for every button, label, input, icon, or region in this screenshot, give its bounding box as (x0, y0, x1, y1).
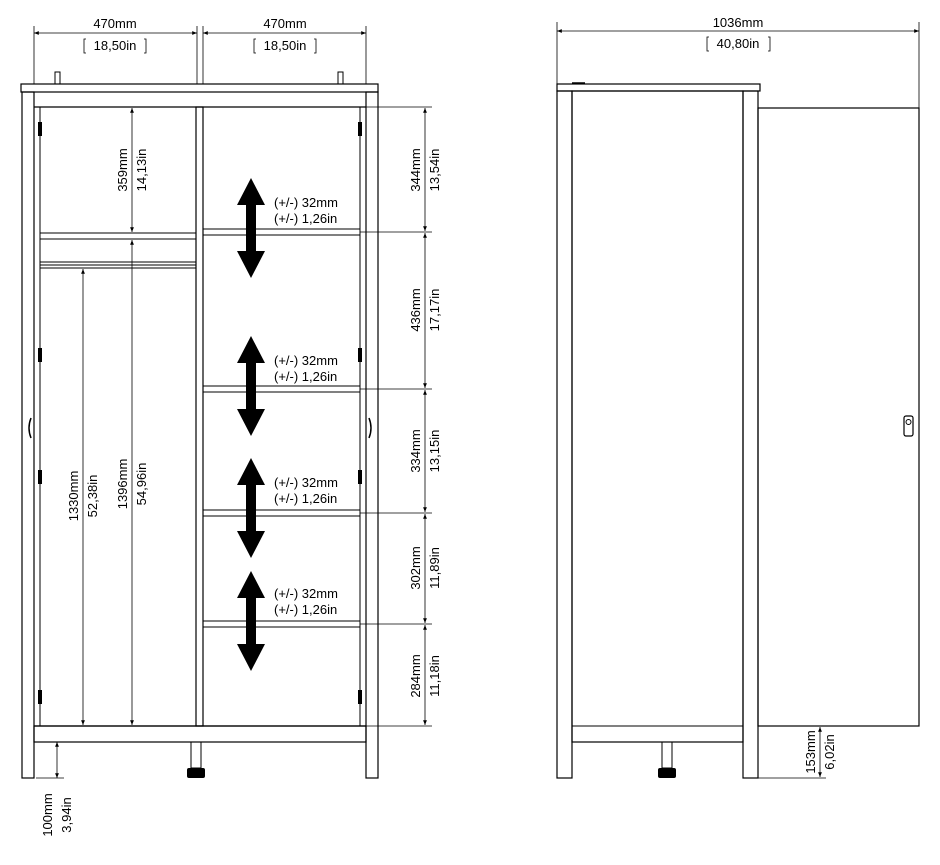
width-right-in: 18,50in (264, 38, 307, 53)
adjust-arrow-3 (237, 458, 265, 558)
right-shelves (202, 228, 361, 628)
bottom-plinth (33, 725, 367, 743)
width-left-mm: 470mm (93, 16, 136, 31)
front-leg (187, 741, 205, 778)
door-clearance-in: 6,02in (822, 734, 837, 769)
side-top-plate (556, 83, 761, 92)
adjust-arrow-1 (237, 178, 265, 278)
hanging-height-in: 52,38in (85, 475, 100, 518)
front-labels: 470mm 18,50in 470mm 18,50in 359mm 14,13i… (40, 16, 442, 837)
adjust-4-in: (+/-) 1,26in (274, 602, 337, 617)
door-clearance-mm: 153mm (803, 730, 818, 773)
shelf-1 (202, 228, 361, 236)
shelf-spacing-5-in: 11,18in (427, 655, 442, 697)
left-door-handle (28, 417, 32, 439)
door-lock-icon (903, 415, 914, 437)
shelf-3 (202, 509, 361, 517)
shelf-spacing-4-mm: 302mm (408, 546, 423, 589)
inner-height-in: 54,96in (134, 463, 149, 506)
width-left-in: 18,50in (94, 38, 137, 53)
shelf-spacing-3-mm: 334mm (408, 429, 423, 472)
leg-height-in: 3,94in (59, 797, 74, 832)
shelf-spacing-2-in: 17,17in (427, 289, 442, 332)
side-view (556, 82, 920, 779)
front-dimension-lines (33, 26, 432, 778)
wall-bracket-left (54, 71, 61, 85)
left-top-shelf (39, 232, 197, 240)
front-right-panel (365, 91, 379, 779)
shelf-spacing-3-in: 13,15in (427, 430, 442, 473)
adjust-1-mm: (+/-) 32mm (274, 195, 338, 210)
upper-gap-mm: 359mm (115, 148, 130, 191)
upper-gap-in: 14,13in (134, 149, 149, 192)
shelf-spacing-1-in: 13,54in (427, 149, 442, 192)
open-door (757, 107, 920, 727)
hanging-height-mm: 1330mm (66, 471, 81, 522)
leg-height-mm: 100mm (40, 793, 55, 836)
adjust-3-in: (+/-) 1,26in (274, 491, 337, 506)
hinges (38, 122, 362, 704)
inner-height-mm: 1396mm (115, 459, 130, 510)
shelf-2 (202, 385, 361, 393)
wall-bracket-right (337, 71, 344, 85)
shelf-4 (202, 620, 361, 628)
adjust-4-mm: (+/-) 32mm (274, 586, 338, 601)
front-left-panel (21, 91, 35, 779)
side-labels: 1036mm 40,80in 153mm 6,02in (713, 15, 837, 774)
shelf-spacing-5-mm: 284mm (408, 654, 423, 697)
adjust-2-mm: (+/-) 32mm (274, 353, 338, 368)
adjust-3-mm: (+/-) 32mm (274, 475, 338, 490)
adjust-arrow-4 (237, 571, 265, 671)
adjust-arrow-2 (237, 336, 265, 436)
depth-open-mm: 1036mm (713, 15, 764, 30)
side-panel (571, 90, 744, 743)
adjust-1-in: (+/-) 1,26in (274, 211, 337, 226)
shelf-spacing-1-mm: 344mm (408, 148, 423, 191)
shelf-spacing-4-in: 11,89in (427, 547, 442, 589)
side-back-post (742, 90, 759, 779)
side-dimension-lines (556, 22, 920, 779)
right-door-handle (368, 417, 372, 439)
width-right-mm: 470mm (263, 16, 306, 31)
shelf-spacing-2-mm: 436mm (408, 288, 423, 331)
front-view (20, 71, 379, 779)
depth-open-in: 40,80in (717, 36, 760, 51)
front-top-plate (20, 83, 379, 93)
center-divider (195, 106, 204, 727)
side-front-post (556, 90, 573, 779)
side-leg (658, 741, 676, 778)
adjust-2-in: (+/-) 1,26in (274, 369, 337, 384)
adjustment-arrows (237, 178, 265, 671)
